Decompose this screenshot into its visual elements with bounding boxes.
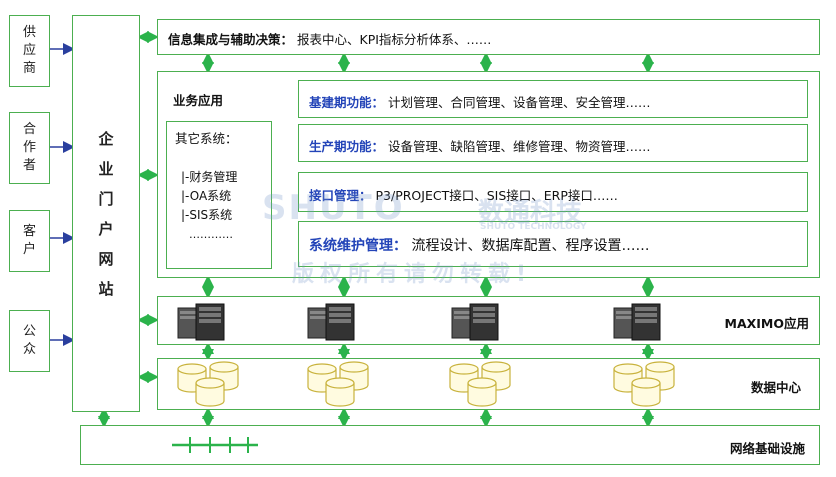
construction-phase-row: 基建期功能： 计划管理、合同管理、设备管理、安全管理…… (298, 80, 808, 118)
other-systems-item: |-SIS系统 (181, 208, 233, 222)
business-title: 业务应用 (173, 93, 224, 108)
datacenter-label: 数据中心 (750, 380, 801, 395)
enterprise-portal-box: 企 业 门 户 网 站 (72, 15, 140, 412)
other-systems-title: 其它系统： (175, 131, 238, 146)
partner-char: 公 (22, 324, 36, 339)
partner-box-public: 公 众 (9, 310, 50, 372)
production-phase-title: 生产期功能： (309, 139, 385, 154)
partner-char: 众 (22, 342, 36, 357)
interface-management-text: P3/PROJECT接口、SIS接口、ERP接口…… (375, 188, 618, 203)
database-icon (307, 361, 369, 407)
other-systems-item: |-财务管理 (181, 170, 238, 184)
info-integration-text: 报表中心、KPI指标分析体系、…… (297, 32, 492, 47)
partner-box-supplier: 供 应 商 (9, 15, 50, 87)
server-icon (177, 303, 225, 341)
interface-management-title: 接口管理： (309, 188, 372, 203)
partner-char: 作 (22, 140, 36, 155)
portal-char: 网 (98, 249, 114, 268)
partner-box-cooperator: 合 作 者 (9, 112, 50, 184)
server-icon (451, 303, 499, 341)
system-maintenance-text: 流程设计、数据库配置、程序设置…… (411, 238, 650, 254)
server-icon (613, 303, 661, 341)
info-integration-bar: 信息集成与辅助决策： 报表中心、KPI指标分析体系、…… (157, 19, 820, 55)
database-icon (613, 361, 675, 407)
partner-char: 户 (22, 242, 36, 257)
portal-char: 户 (98, 219, 114, 238)
system-maintenance-row: 系统维护管理： 流程设计、数据库配置、程序设置…… (298, 221, 808, 267)
server-icon (307, 303, 355, 341)
partner-box-customer: 客 户 (9, 210, 50, 272)
production-phase-text: 设备管理、缺陷管理、维修管理、物资管理…… (388, 139, 651, 154)
production-phase-row: 生产期功能： 设备管理、缺陷管理、维修管理、物资管理…… (298, 124, 808, 162)
portal-char: 业 (98, 159, 114, 178)
partner-char: 应 (22, 43, 36, 58)
database-icon (449, 361, 511, 407)
other-systems-item: |-OA系统 (181, 189, 232, 203)
portal-char: 站 (98, 279, 114, 298)
partner-char: 商 (22, 61, 36, 76)
partner-char: 供 (22, 25, 36, 40)
portal-char: 企 (98, 129, 114, 148)
database-icon (177, 361, 239, 407)
network-label: 网络基础设施 (729, 441, 805, 456)
info-integration-title: 信息集成与辅助决策： (168, 32, 294, 47)
construction-phase-title: 基建期功能： (309, 95, 385, 110)
construction-phase-text: 计划管理、合同管理、设备管理、安全管理…… (388, 95, 651, 110)
other-systems-item: ………… (189, 228, 233, 241)
portal-char: 门 (98, 189, 114, 208)
maximo-label: MAXIMO应用 (724, 316, 809, 331)
other-systems-box: 其它系统： |-财务管理 |-OA系统 |-SIS系统 ………… (166, 121, 272, 269)
interface-management-row: 接口管理： P3/PROJECT接口、SIS接口、ERP接口…… (298, 172, 808, 212)
partner-char: 合 (22, 122, 36, 137)
system-maintenance-title: 系统维护管理： (309, 238, 407, 254)
network-bus-icon (172, 437, 258, 453)
partner-char: 客 (22, 224, 36, 239)
partner-char: 者 (22, 158, 36, 173)
